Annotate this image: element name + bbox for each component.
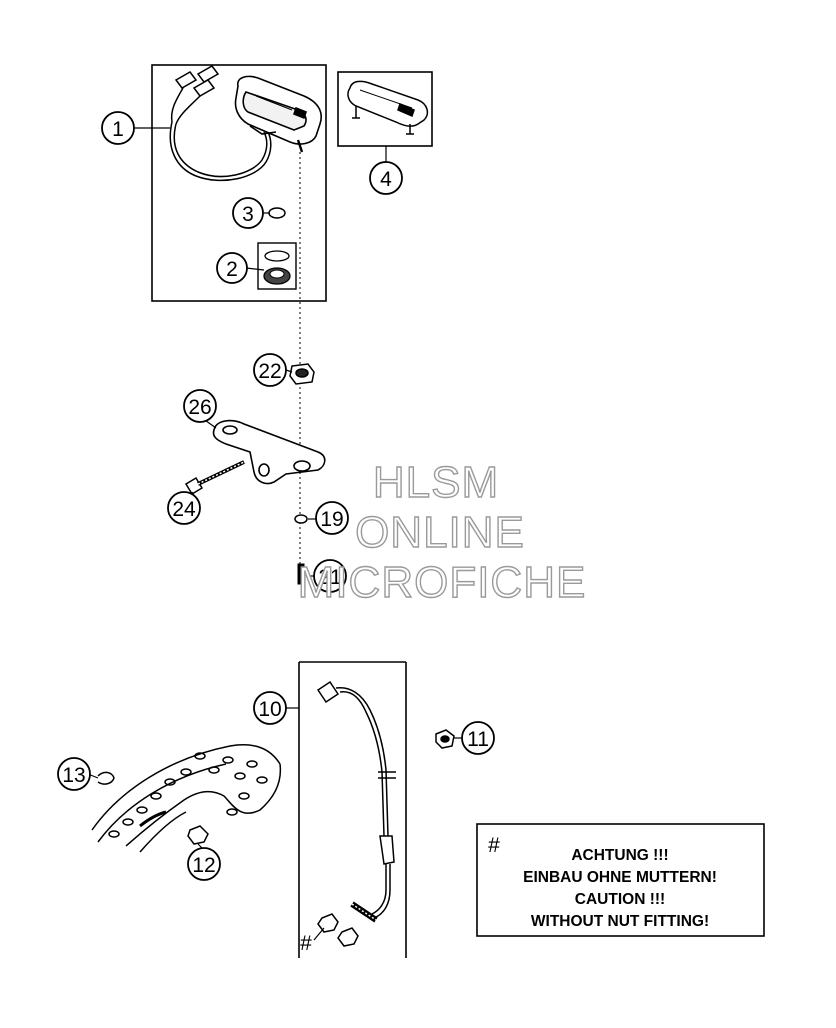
callout-22: 22	[253, 353, 287, 387]
kit-box-4	[337, 71, 433, 147]
watermark-line-1: HLSM	[373, 458, 499, 507]
callout-26-label: 26	[188, 396, 211, 419]
note-symbol: #	[488, 834, 500, 857]
callout-11: 11	[461, 721, 495, 755]
callout-10: 10	[253, 691, 287, 725]
bracket-26	[212, 419, 326, 485]
callout-21-label: 21	[318, 566, 341, 589]
nut-12	[187, 825, 209, 845]
callout-26: 26	[183, 389, 217, 423]
callout-24: 24	[167, 491, 201, 525]
clip-13	[97, 771, 115, 785]
callout-3-label: 3	[242, 203, 254, 226]
display-cover	[347, 80, 429, 135]
callout-2-label: 2	[226, 258, 238, 281]
callout-19: 19	[315, 501, 349, 535]
brake-disc	[91, 744, 282, 853]
note-line-1: ACHTUNG !!!	[571, 847, 668, 864]
watermark-line-2: ONLINE	[355, 508, 525, 557]
grommet-part	[268, 207, 286, 219]
note-line-3: CAUTION !!!	[575, 891, 665, 908]
note-box	[476, 823, 765, 937]
bolt-24	[184, 460, 245, 496]
speedometer-housing	[234, 75, 322, 153]
callout-19-label: 19	[320, 508, 343, 531]
cap-inner	[269, 269, 285, 279]
nut-a	[317, 913, 339, 933]
kit-box-1	[151, 64, 327, 302]
callout-2: 2	[216, 252, 248, 284]
screw-21	[297, 563, 305, 585]
seal-ring	[264, 250, 290, 262]
leader-lines	[87, 127, 462, 851]
callout-12: 12	[187, 847, 221, 881]
callout-13: 13	[57, 757, 91, 791]
nut-22	[289, 363, 315, 385]
callout-1-label: 1	[112, 118, 124, 141]
magnet-11	[435, 729, 455, 749]
watermark-line-3: MICROFICHE	[298, 558, 587, 607]
callout-4-label: 4	[380, 168, 392, 191]
nut-b	[337, 927, 359, 947]
sensor-cable	[316, 680, 396, 923]
callout-24-label: 24	[172, 498, 196, 521]
callout-21: 21	[313, 559, 347, 593]
callout-11-label: 11	[467, 728, 489, 751]
callout-13-label: 13	[62, 764, 85, 787]
callout-1: 1	[101, 111, 135, 145]
callout-22-label: 22	[258, 360, 281, 383]
hash-leader	[313, 927, 325, 941]
callout-3: 3	[232, 197, 264, 229]
hash-mark: #	[300, 932, 312, 955]
note-line-2: EINBAU OHNE MUTTERN!	[523, 869, 717, 886]
callout-12-label: 12	[192, 854, 215, 877]
callout-10-label: 10	[258, 698, 281, 721]
note-line-4: WITHOUT NUT FITTING!	[531, 913, 709, 930]
callout-4: 4	[369, 161, 403, 195]
speedometer-cable	[169, 65, 272, 182]
washer-19	[294, 514, 308, 524]
kit-box-2	[257, 242, 297, 290]
